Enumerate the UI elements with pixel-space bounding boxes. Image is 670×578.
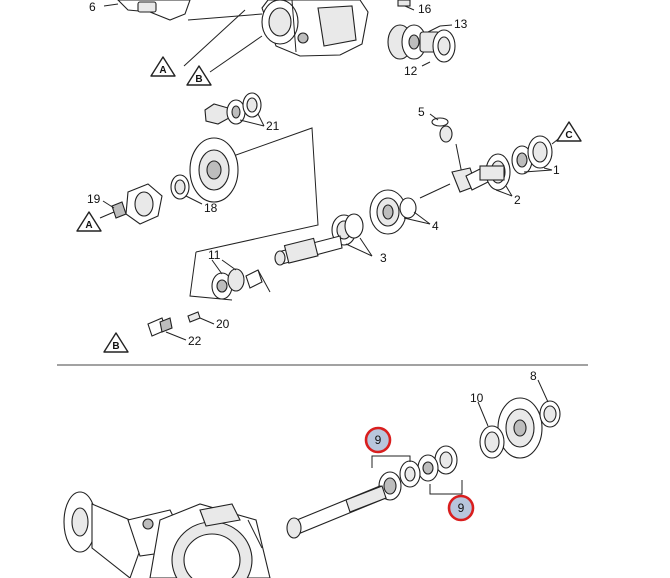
part-label-5: 5 (418, 105, 425, 119)
differential-carrier-housing (183, 0, 369, 73)
part-label-3: 3 (380, 251, 387, 265)
part-label-20: 20 (216, 317, 230, 331)
part-19-flange (99, 183, 163, 225)
part-18-cover-plate (170, 137, 239, 205)
warning-triangle-b-upper: B (186, 65, 212, 86)
svg-text:B: B (112, 341, 119, 352)
warning-triangle-c: C (556, 121, 582, 142)
part-label-11: 11 (208, 248, 221, 262)
part-label-12: 12 (404, 64, 418, 78)
part-label-19: 19 (87, 192, 101, 206)
cover-bracket-outline (189, 127, 319, 301)
part-label-18: 18 (204, 201, 218, 215)
svg-text:9: 9 (375, 433, 382, 447)
callout-9-lower[interactable]: 9 (447, 494, 475, 522)
part-10-seal (477, 401, 505, 459)
hub-flange (497, 379, 561, 459)
part-3-bearings (331, 213, 373, 257)
callout-9-upper[interactable]: 9 (364, 426, 392, 454)
pinion-gear-stack (479, 135, 563, 197)
part-label-2: 2 (514, 193, 521, 207)
part-label-6: 6 (89, 0, 96, 14)
part-label-13: 13 (454, 17, 468, 31)
part-5-washer (429, 113, 453, 143)
side-gear-cluster (387, 24, 456, 67)
part-20-spring (187, 311, 215, 325)
axle-housing (63, 491, 271, 578)
svg-text:A: A (159, 65, 166, 76)
part-11-bearing-pair (211, 259, 271, 300)
svg-text:B: B (195, 74, 202, 85)
upper-housing-bracket (103, 0, 191, 21)
drive-pinion-shaft (274, 235, 343, 266)
part-label-21: 21 (266, 119, 280, 133)
part-label-4: 4 (432, 219, 439, 233)
part-label-16: 16 (418, 2, 432, 16)
warning-triangle-b-lower: B (103, 332, 129, 353)
part-label-22: 22 (188, 334, 202, 348)
warning-triangle-a-upper: A (150, 56, 176, 77)
svg-text:A: A (85, 220, 92, 231)
svg-text:C: C (565, 130, 572, 141)
part-label-1: 1 (553, 163, 560, 177)
svg-text:9: 9 (458, 501, 465, 515)
part-9-bearing-set (371, 445, 463, 501)
warning-triangle-a-middle: A (76, 211, 102, 232)
part-16-bolt (397, 0, 415, 11)
axle-shaft (286, 485, 387, 539)
part-22-plug (147, 317, 187, 341)
part-label-10: 10 (470, 391, 484, 405)
part-label-8: 8 (530, 369, 537, 383)
part-21-bearing (204, 92, 265, 127)
part-4-ring-gear (369, 183, 451, 235)
